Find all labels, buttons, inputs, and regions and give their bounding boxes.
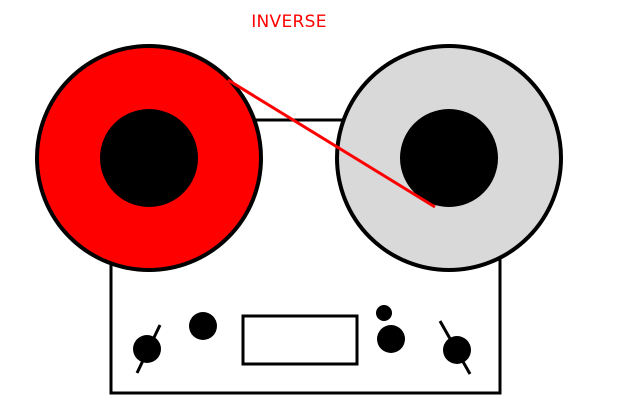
right-rotary-knob-icon[interactable] <box>438 320 472 375</box>
left-round-button[interactable] <box>189 312 217 340</box>
right-round-button[interactable] <box>377 325 405 353</box>
left-rotary-knob-icon[interactable] <box>133 324 162 374</box>
right-reel[interactable] <box>335 44 563 272</box>
mode-label: INVERSE <box>251 12 327 32</box>
counter-display <box>241 314 359 366</box>
left-reel-hub <box>100 109 198 207</box>
right-reel-hub <box>400 109 498 207</box>
tape-line-icon <box>227 78 436 209</box>
control-panel <box>133 305 472 375</box>
left-reel[interactable] <box>35 44 263 272</box>
small-round-button[interactable] <box>376 305 392 321</box>
